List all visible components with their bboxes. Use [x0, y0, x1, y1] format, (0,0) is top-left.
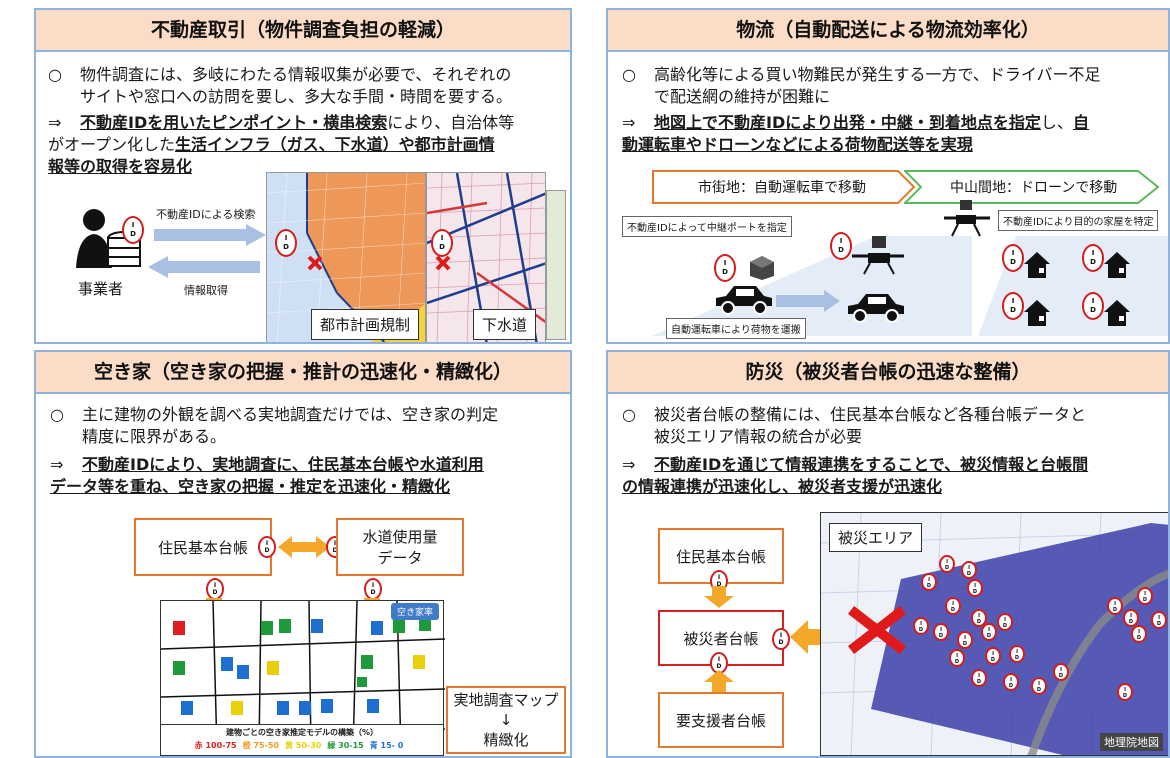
car-icon-2 [844, 290, 908, 328]
bullet-solution: ⇒ 不動産IDを用いたピンポイント・横串検索により、自治体等 がオープン化した生… [48, 113, 515, 176]
panel-title: 空き家（空き家の把握・推計の迅速化・精緻化） [36, 352, 570, 394]
legend-row: 赤 100-75 橙 75-50 黄 50-30 緑 30-15 青 15- 0 [161, 740, 443, 751]
mountain-arrow: 中山間地：ドローンで移動 [902, 170, 1168, 208]
link-arrow [278, 536, 330, 562]
map-credit: 地理院地図 [1100, 733, 1163, 751]
area-label: 被災エリア [829, 523, 923, 552]
sewer-label: 下水道 [473, 309, 537, 340]
panel-vacant-house: 空き家（空き家の把握・推計の迅速化・精緻化） ○ 主に建物の外観を調べる実地調査… [34, 350, 572, 758]
drone-with-package-icon [848, 236, 908, 282]
operator-label: 事業者 [78, 280, 124, 298]
urban-plan-label: 都市計画規制 [311, 309, 420, 340]
legend-item: 赤 100-75 [194, 741, 237, 750]
car-label: 自動運転車により荷物を運搬 [666, 318, 806, 339]
relay-label: 不動産IDによって中継ポートを指定 [622, 216, 792, 237]
panel-title: 不動産取引（物件調査負担の軽減） [36, 10, 570, 52]
package-icon [748, 254, 776, 284]
panel-title: 防災（被災者台帳の迅速な整備） [608, 352, 1168, 394]
resident-registry-box: 住民基本台帳 [134, 518, 272, 576]
house-icon [1102, 298, 1132, 332]
legend-item: 緑 30-15 [327, 741, 364, 750]
support-registry-box: 要支援者台帳 [658, 692, 784, 748]
bullet-issue: ○ 主に建物の外観を調べる実地調査だけでは、空き家の判定 精度に限界がある。 [50, 405, 499, 446]
panel-disaster: 防災（被災者台帳の迅速な整備） ○ 被災者台帳の整備には、住民基本台帳など各種台… [606, 350, 1170, 758]
car-icon [712, 282, 776, 320]
water-usage-box: 水道使用量 データ [336, 518, 464, 576]
car-to-drone-arrow [776, 290, 840, 316]
house-icon [1022, 298, 1052, 332]
bullet-solution: ⇒ 不動産IDを通じて情報連携をすることで、被災情報と台帳間 の情報連携が迅速化… [622, 455, 1089, 496]
bullet-issue: ○ 物件調査には、多岐にわたる情報収集が必要で、それぞれの サイトや窓口への訪問… [48, 65, 513, 106]
urban-arrow: 市街地：自動運転車で移動 [652, 170, 916, 208]
survey-map-box: 実地調査マップ ↓ 精緻化 [446, 686, 566, 754]
info-label: 情報取得 [184, 284, 228, 297]
left-arrow [790, 620, 830, 658]
legend-item: 青 15- 0 [369, 741, 404, 750]
panel-logistics: 物流（自動配送による物流効率化） ○ 高齢化等による買い物難民が発生する一方で、… [606, 8, 1170, 344]
panel-real-estate: 不動産取引（物件調査負担の軽減） ○ 物件調査には、多岐にわたる情報収集が必要で… [34, 8, 572, 344]
bullet-issue: ○ 高齢化等による買い物難民が発生する一方で、ドライバー不足 で配送網の維持が困… [622, 65, 1101, 106]
up-arrow [704, 670, 734, 696]
search-label: 不動産IDによる検索 [156, 208, 256, 221]
legend-item: 橙 75-50 [242, 741, 279, 750]
info-arrow [148, 256, 260, 282]
bullet-issue: ○ 被災者台帳の整備には、住民基本台帳など各種台帳データと 被災エリア情報の統合… [622, 405, 1087, 446]
legend-item: 黄 50-30 [284, 741, 322, 750]
house-icon [1022, 250, 1052, 284]
drone-icon [942, 200, 992, 246]
down-arrow [704, 586, 734, 612]
map-shadow [546, 190, 566, 340]
house-icon [1102, 250, 1132, 284]
vacancy-tag: 空き家率 [391, 603, 440, 620]
search-arrow [154, 224, 266, 250]
panel-title: 物流（自動配送による物流効率化） [608, 10, 1168, 52]
bullet-solution: ⇒ 不動産IDにより、実地調査に、住民基本台帳や水道利用 データ等を重ね、空き家… [50, 455, 484, 496]
bullet-solution: ⇒ 地図上で不動産IDにより出発・中継・到着地点を指定し、自 動運転車やドローン… [622, 113, 1089, 154]
dest-label: 不動産IDにより目的の家屋を特定 [998, 210, 1159, 231]
